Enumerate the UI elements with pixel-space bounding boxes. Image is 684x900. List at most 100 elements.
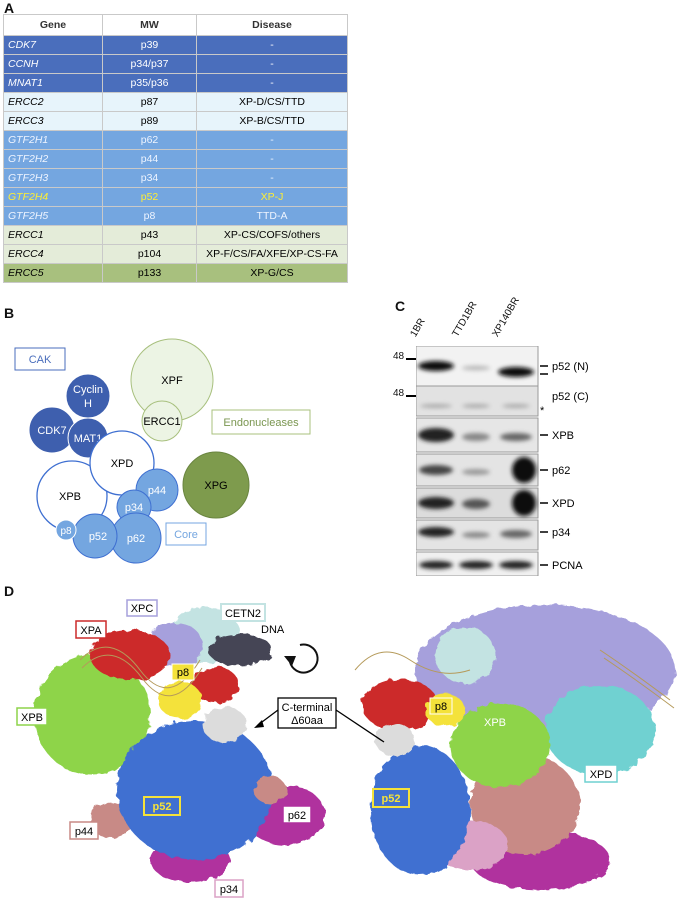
lane-label-ttd1br: TTD1BR <box>450 299 480 339</box>
right-p52-surface <box>370 745 470 875</box>
p62-tag-label: p62 <box>288 810 306 822</box>
endonucleases-box <box>211 409 311 435</box>
p62-tag <box>282 805 312 824</box>
xpg-node <box>182 451 250 519</box>
xpa-tag-label: XPA <box>80 625 102 637</box>
gene-cell: GTF2H1 <box>3 130 103 150</box>
band-p52n-ttd <box>462 365 490 371</box>
xpb-label: XPB <box>59 491 81 503</box>
p34-tag <box>214 879 244 898</box>
band-xpd-ttd <box>462 499 490 509</box>
mw-cell: p44 <box>102 149 197 169</box>
left-xpa-surface-2 <box>191 667 239 703</box>
p8-tag-right <box>429 697 453 715</box>
xpb-tag-label: XPB <box>21 712 43 724</box>
disease-cell: - <box>196 130 348 150</box>
blot-label-pcna: PCNA <box>552 560 583 572</box>
band-p52c-3 <box>502 404 530 408</box>
cak-box <box>14 347 66 371</box>
disease-cell: XP-CS/COFS/others <box>196 225 348 245</box>
xpd-tag-label: XPD <box>590 769 613 781</box>
xpg-label: XPG <box>204 480 227 492</box>
band-pcna-1br <box>419 561 453 569</box>
p8-tag-left <box>171 663 195 681</box>
p52-tag-right-label: p52 <box>382 793 401 805</box>
disease-cell: XP-G/CS <box>196 263 348 283</box>
p52-tag-left <box>143 796 181 816</box>
tfiih-diagram: CAK CDK7 Cyclin H MAT1 XPF ERCC1 Endonuc… <box>14 338 311 564</box>
mat1-label: MAT1 <box>74 433 103 445</box>
mw-cell: p8 <box>102 206 197 226</box>
mw-cell: p104 <box>102 244 197 264</box>
right-xpd-surface <box>545 685 655 775</box>
band-xpb-ttd <box>462 433 490 441</box>
band-p52c-1 <box>420 404 452 408</box>
ercc1-node <box>141 400 183 442</box>
gene-cell: GTF2H2 <box>3 149 103 169</box>
header-mw: MW <box>102 14 197 36</box>
p34-label: p34 <box>125 502 143 514</box>
xpb-right-label: XPB <box>484 717 506 729</box>
gene-cell: GTF2H3 <box>3 168 103 188</box>
xpd-tag <box>584 764 618 783</box>
band-pcna-ttd <box>459 561 493 569</box>
left-dna-surface <box>208 634 272 666</box>
cyclin-h-node <box>65 373 111 419</box>
mw-cell: p39 <box>102 35 197 55</box>
blot-label-p34: p34 <box>552 527 570 539</box>
band-p52n-1br <box>418 361 454 371</box>
table-header-row: Gene MW Disease <box>3 14 348 36</box>
mw-cell: p34/p37 <box>102 54 197 74</box>
xpd-label: XPD <box>111 458 134 470</box>
p44-tag <box>69 821 99 840</box>
gene-cell: GTF2H5 <box>3 206 103 226</box>
disease-cell: XP-J <box>196 187 348 207</box>
p44-tag-label: p44 <box>75 826 93 838</box>
panel-a-label: A <box>4 0 15 16</box>
left-p44-surface-2 <box>254 776 286 804</box>
mw-cell: p133 <box>102 263 197 283</box>
band-p62-ttd <box>462 469 490 475</box>
p34-tag-label: p34 <box>220 884 238 896</box>
cyclin-label: Cyclin <box>73 384 103 396</box>
blot-label-xpb: XPB <box>552 430 574 442</box>
ercc1-label: ERCC1 <box>143 416 180 428</box>
gene-cell: GTF2H4 <box>3 187 103 207</box>
left-p8-surface <box>158 682 202 718</box>
disease-cell: TTD-A <box>196 206 348 226</box>
xpc-tag <box>126 599 158 617</box>
blot-asterisk: * <box>540 405 545 417</box>
blot-label-p52n: p52 (N) <box>552 361 589 373</box>
mw-marker-1: 48 <box>393 351 405 362</box>
band-xpd-1br <box>418 497 454 509</box>
band-p62-1br <box>419 465 453 475</box>
right-xpb-surface <box>450 703 550 787</box>
rotate-arrow-icon <box>289 643 319 674</box>
endonucleases-label: Endonucleases <box>223 417 299 429</box>
p44-label: p44 <box>148 485 166 497</box>
lane-label-xp140br: XP140BR <box>490 295 522 339</box>
band-pcna-xp <box>499 561 533 569</box>
right-xpa-surface <box>362 679 438 731</box>
mw-cell: p62 <box>102 130 197 150</box>
band-xpb-xp <box>500 433 532 441</box>
blot-label-xpd: XPD <box>552 498 575 510</box>
disease-cell: - <box>196 35 348 55</box>
xpa-tag <box>75 620 107 639</box>
xpc-tag-label: XPC <box>131 603 154 615</box>
cterm-label-1: C-terminal <box>282 702 333 714</box>
right-cetn2-surface <box>435 627 495 683</box>
gene-cell: ERCC5 <box>3 263 103 283</box>
band-p34-1br <box>418 527 454 537</box>
disease-cell: - <box>196 54 348 74</box>
p52-tag-right <box>372 788 410 808</box>
xpb-tag <box>16 707 48 726</box>
